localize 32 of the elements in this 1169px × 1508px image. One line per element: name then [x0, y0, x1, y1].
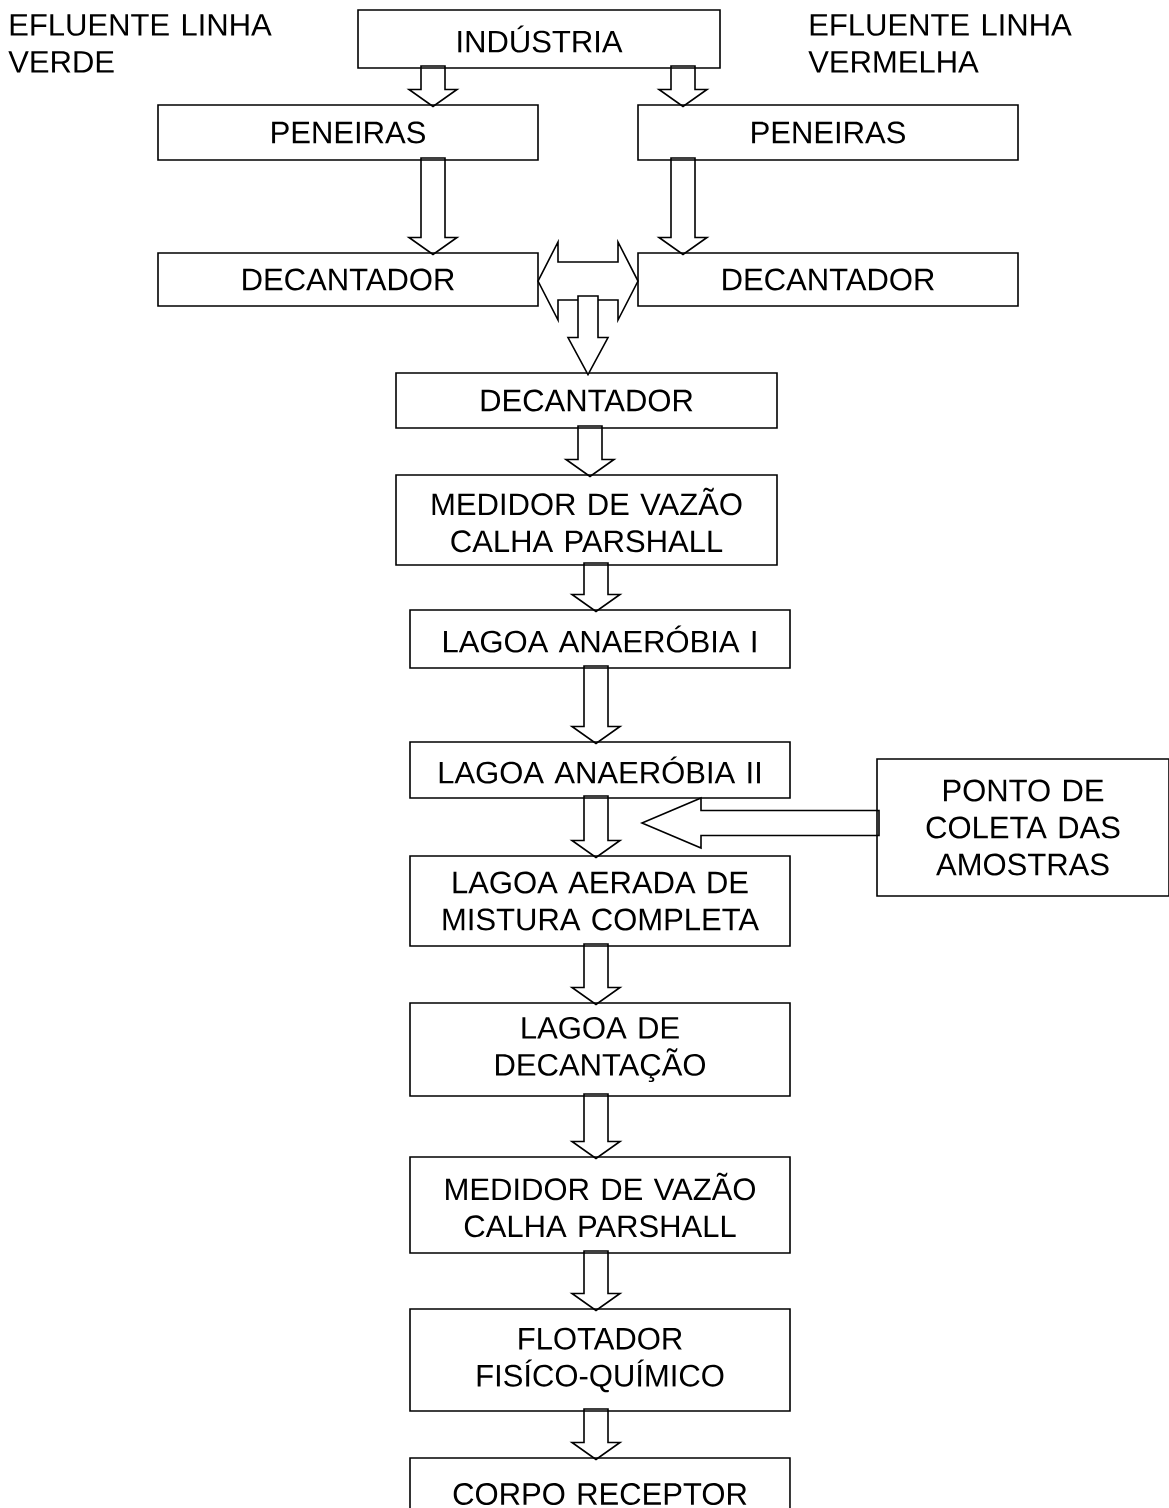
block-arrow [569, 943, 623, 1006]
block-arrow [569, 1408, 623, 1461]
block-arrow [569, 795, 623, 859]
line-label: EFLUENTE LINHA VERDE [8, 14, 272, 73]
process-box: PENEIRAS [637, 104, 1019, 161]
process-box: PENEIRAS [157, 104, 539, 161]
process-box: DECANTADOR [395, 372, 778, 429]
block-arrow [656, 65, 710, 108]
process-box: DECANTADOR [637, 252, 1019, 307]
block-arrow [566, 295, 610, 377]
block-arrow [537, 238, 639, 324]
block-arrow [569, 562, 623, 613]
block-arrow [406, 65, 460, 108]
process-box: LAGOA AERADA DE MISTURA COMPLETA [409, 855, 791, 947]
process-box: LAGOA DE DECANTAÇÃO [409, 1002, 791, 1097]
block-arrow [656, 157, 710, 256]
process-box: MEDIDOR DE VAZÃO CALHA PARSHALL [395, 474, 778, 566]
block-arrow [639, 796, 880, 850]
block-arrow [569, 665, 623, 745]
process-box: INDÚSTRIA [357, 9, 721, 69]
process-box: FLOTADOR FISÍCO-QUÍMICO [409, 1308, 791, 1412]
process-box: CORPO RECEPTOR [409, 1457, 791, 1508]
line-label: EFLUENTE LINHA VERMELHA [808, 14, 1072, 73]
process-box: PONTO DE COLETA DAS AMOSTRAS [876, 758, 1169, 897]
process-box: DECANTADOR [157, 252, 539, 307]
block-arrow [569, 1093, 623, 1160]
block-arrow [569, 1250, 623, 1312]
process-box: LAGOA ANAERÓBIA I [409, 609, 791, 669]
block-arrow [563, 425, 617, 478]
process-box: MEDIDOR DE VAZÃO CALHA PARSHALL [409, 1156, 791, 1254]
block-arrow [406, 157, 460, 256]
process-box: LAGOA ANAERÓBIA II [409, 741, 791, 799]
